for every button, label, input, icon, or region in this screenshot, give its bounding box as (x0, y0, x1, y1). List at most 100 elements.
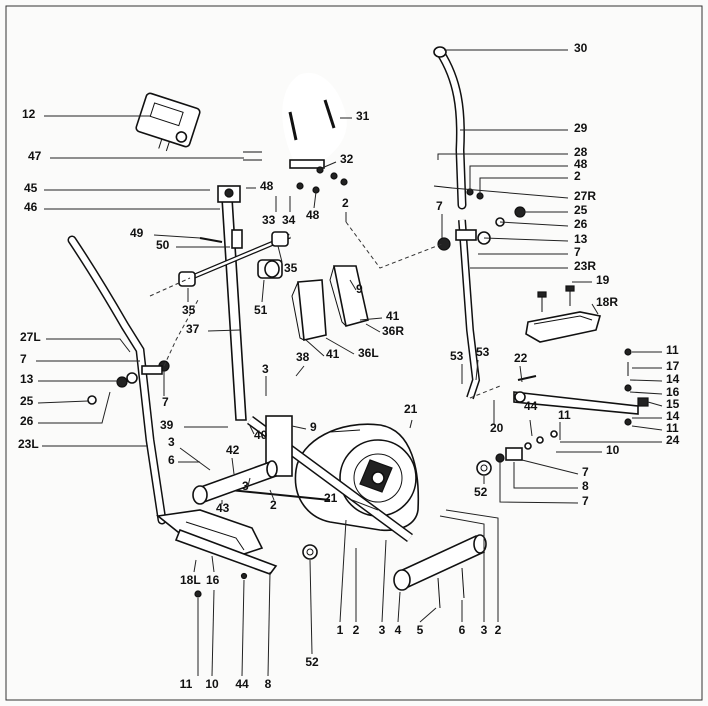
callout-c9a: 9 (349, 279, 363, 296)
callout-number: 3 (168, 435, 175, 449)
callout-c3a: 3 (262, 362, 269, 396)
callout-c33: 33 (262, 196, 277, 227)
callout-number: 3 (481, 623, 488, 637)
callout-c35a: 35 (277, 245, 298, 275)
callout-c48a: 48 (246, 179, 274, 193)
leader-line (451, 187, 569, 199)
callout-c44a: 44 (524, 399, 538, 437)
callout-number: 2 (574, 169, 581, 183)
leader-line (321, 161, 337, 169)
callout-c52b: 52 (305, 559, 319, 669)
leader-line (469, 165, 568, 192)
leader-line (409, 419, 413, 429)
callout-c11c: 11 (558, 408, 571, 440)
callout-number: 36R (382, 324, 404, 338)
callout-number: 23R (574, 259, 596, 273)
callout-c18L: 18L (180, 559, 201, 587)
callout-c18R: 18R (591, 295, 618, 315)
callout-c7b: 7 (478, 245, 581, 259)
callout-c50: 50 (156, 238, 230, 252)
part-right-pedal (525, 285, 602, 343)
callout-number: 25 (574, 203, 588, 217)
callout-number: 37 (186, 322, 200, 336)
callout-c30: 30 (444, 41, 588, 55)
part-main-frame (229, 415, 413, 543)
callout-number: 3 (262, 362, 269, 376)
callout-number: 16 (206, 573, 220, 587)
callout-c25l: 25 (20, 394, 89, 408)
leader-line (241, 579, 245, 677)
leader-line (483, 237, 569, 242)
callout-number: 4 (395, 623, 402, 637)
callout-c36R: 36R (365, 323, 404, 338)
callout-c35b: 35 (182, 288, 196, 317)
callout-number: 53 (476, 345, 490, 359)
part-rear-stabilizer (393, 534, 487, 609)
callout-number: 2 (342, 196, 349, 210)
callout-number: 34 (282, 213, 296, 227)
callout-number: 28 (574, 145, 588, 159)
leader-line (439, 515, 485, 622)
callout-number: 7 (582, 465, 589, 479)
callout-number: 35 (284, 261, 298, 275)
callout-number: 52 (474, 485, 488, 499)
callout-c34: 34 (282, 196, 296, 227)
callout-number: 6 (459, 623, 466, 637)
callout-c10a: 10 (556, 443, 620, 457)
callout-c6a: 6 (168, 453, 200, 467)
callout-number: 11 (558, 408, 571, 422)
callout-number: 48 (260, 179, 274, 193)
part-bushing (257, 259, 283, 279)
callout-c23L: 23L (18, 437, 148, 451)
leader-line (231, 457, 235, 475)
diagram-border (5, 5, 703, 701)
callout-c15: 15 (647, 397, 680, 411)
callout-number: 21 (404, 402, 418, 416)
callout-number: 14 (666, 372, 680, 386)
leader-line (437, 153, 568, 160)
callout-number: 7 (162, 395, 169, 409)
callout-number: 14 (666, 409, 680, 423)
callout-number: 38 (296, 350, 310, 364)
callout-number: 31 (356, 109, 370, 123)
part-right-upper-arm (433, 46, 526, 227)
part-stationary-handlebar (282, 72, 347, 169)
callout-c24: 24 (560, 433, 680, 447)
callout-c11a: 11 (632, 343, 679, 357)
leader-line (261, 279, 265, 303)
leader-line (499, 462, 579, 504)
callout-c11d: 11 (180, 598, 199, 691)
callout-c4: 4 (395, 591, 402, 637)
leader-line (519, 365, 523, 383)
callout-c20: 20 (490, 400, 504, 435)
callout-c3e: 3 (439, 515, 488, 637)
callout-number: 46 (24, 200, 38, 214)
callout-c32: 32 (321, 152, 354, 169)
callout-c2e: 2 (353, 548, 360, 637)
callout-c45: 45 (24, 181, 210, 195)
callout-c41a: 41 (359, 309, 400, 323)
leader-line (153, 234, 201, 239)
callout-number: 36L (358, 346, 379, 360)
callout-number: 26 (574, 217, 588, 231)
callout-number: 10 (205, 677, 219, 691)
callout-number: 44 (524, 399, 538, 413)
leader-line (295, 365, 305, 377)
leader-line (37, 400, 89, 404)
callout-c8a: 8 (513, 462, 589, 493)
callout-c42: 42 (226, 443, 240, 475)
leader-line (339, 519, 347, 623)
callout-number: 10 (606, 443, 620, 457)
leader-line (211, 555, 215, 573)
callout-c1: 1 (337, 519, 347, 637)
callout-c53a: 53 (450, 349, 464, 384)
callout-c44b: 44 (235, 579, 249, 691)
part-flywheel-housing (294, 423, 420, 532)
callout-c31: 31 (340, 109, 370, 123)
callout-number: 49 (130, 226, 144, 240)
callout-number: 41 (326, 347, 340, 361)
callout-number: 26 (20, 414, 34, 428)
callout-number: 42 (226, 443, 240, 457)
part-front-stabilizer (192, 460, 278, 505)
